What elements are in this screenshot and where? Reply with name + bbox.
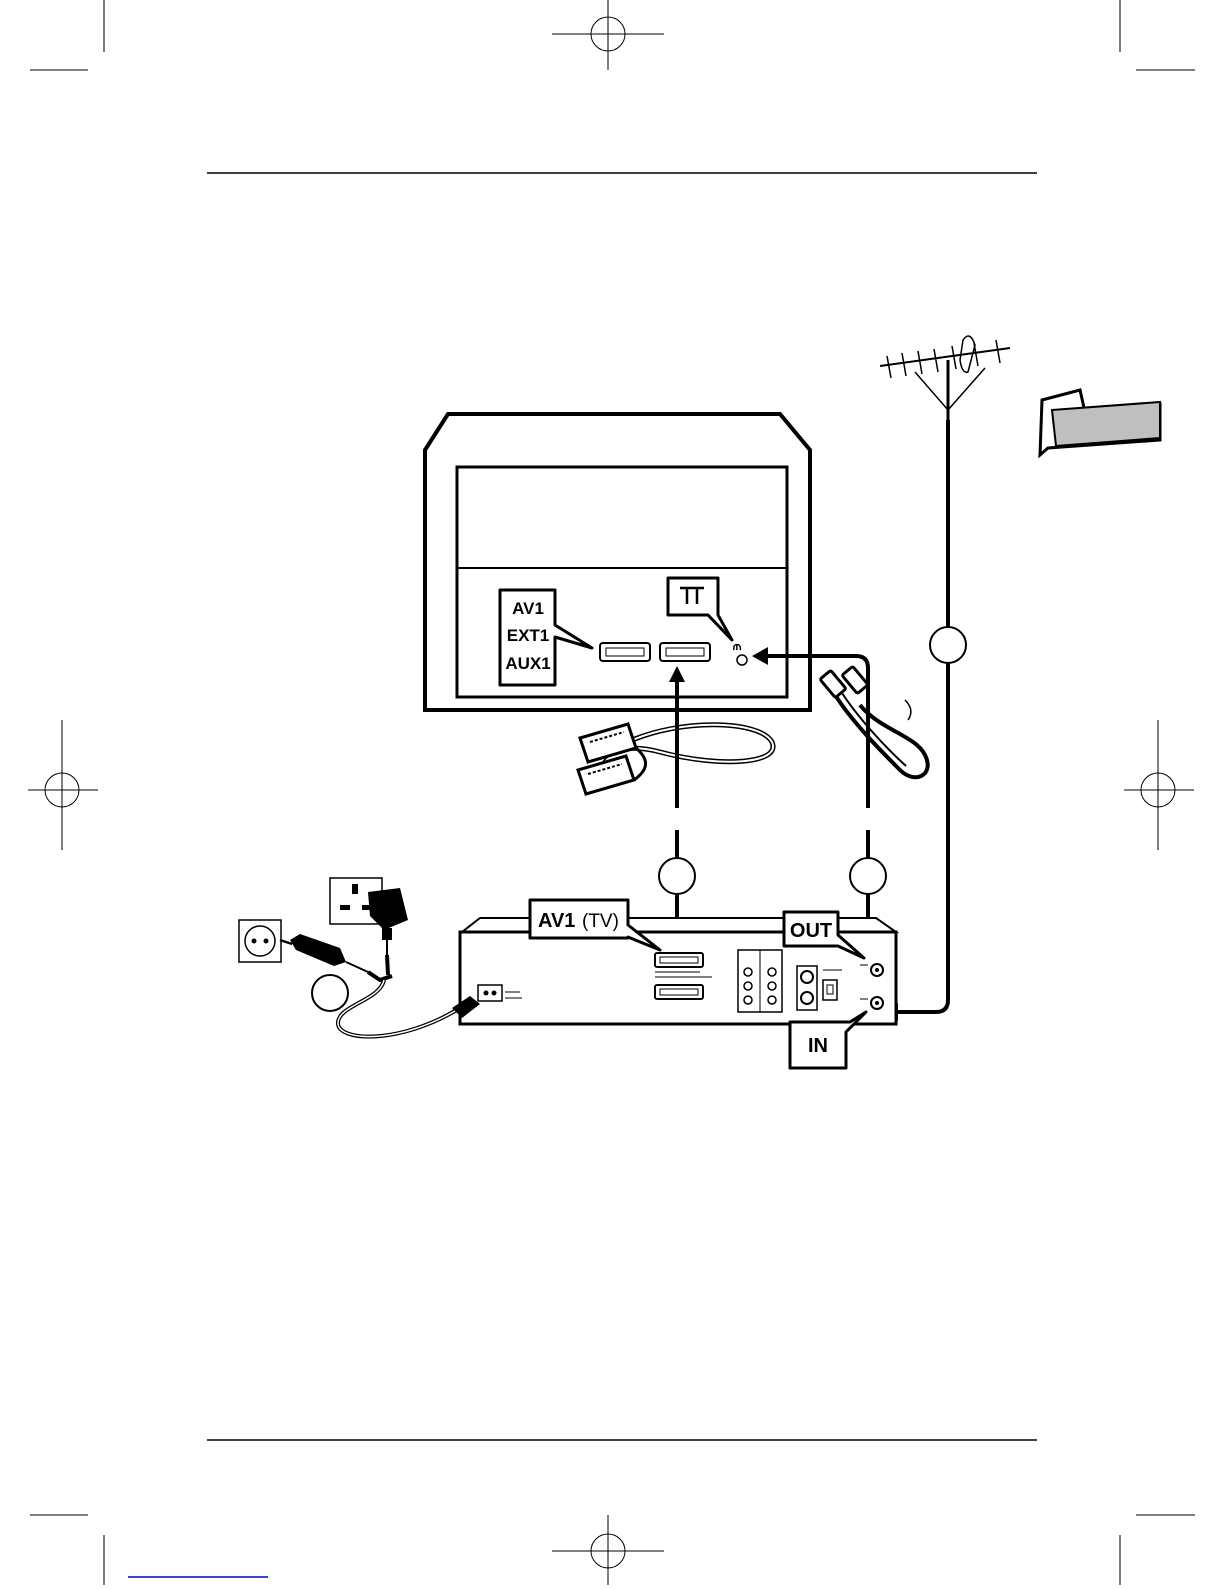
- antenna-icon: [880, 336, 1010, 420]
- label-dvd-tv: (TV): [582, 911, 619, 932]
- rf-cable: [820, 666, 928, 777]
- label-aux1: AUX1: [505, 654, 550, 673]
- label-out: OUT: [790, 920, 832, 942]
- power-cable-inner: [338, 980, 460, 1037]
- tv-scart-socket: [600, 643, 650, 661]
- step-circle-power: [312, 975, 348, 1011]
- tv-back: [425, 414, 810, 710]
- print-marks: [30, 0, 1195, 1585]
- label-av1: AV1: [512, 599, 544, 618]
- tv-scart-socket: [660, 643, 710, 661]
- label-in: IN: [808, 1035, 828, 1057]
- registration-crosshair-icon: [552, 1515, 664, 1585]
- registration-crosshair-icon: [552, 0, 664, 70]
- plug-icon: [280, 934, 368, 972]
- label-dvd-av1: AV1: [538, 910, 575, 932]
- step-circle-antenna: [930, 627, 966, 663]
- registration-crosshair-icon: [28, 720, 98, 850]
- wall-socket-icon: [239, 920, 281, 962]
- label-ext1: EXT1: [507, 626, 550, 645]
- tab-icon: [1040, 390, 1160, 455]
- antenna-symbol: ⫙: [733, 639, 742, 653]
- step-circle-scart: [659, 858, 695, 894]
- step-circle-rf: [850, 858, 886, 894]
- registration-crosshair-icon: [1124, 720, 1194, 850]
- antenna-cable: [890, 420, 948, 1012]
